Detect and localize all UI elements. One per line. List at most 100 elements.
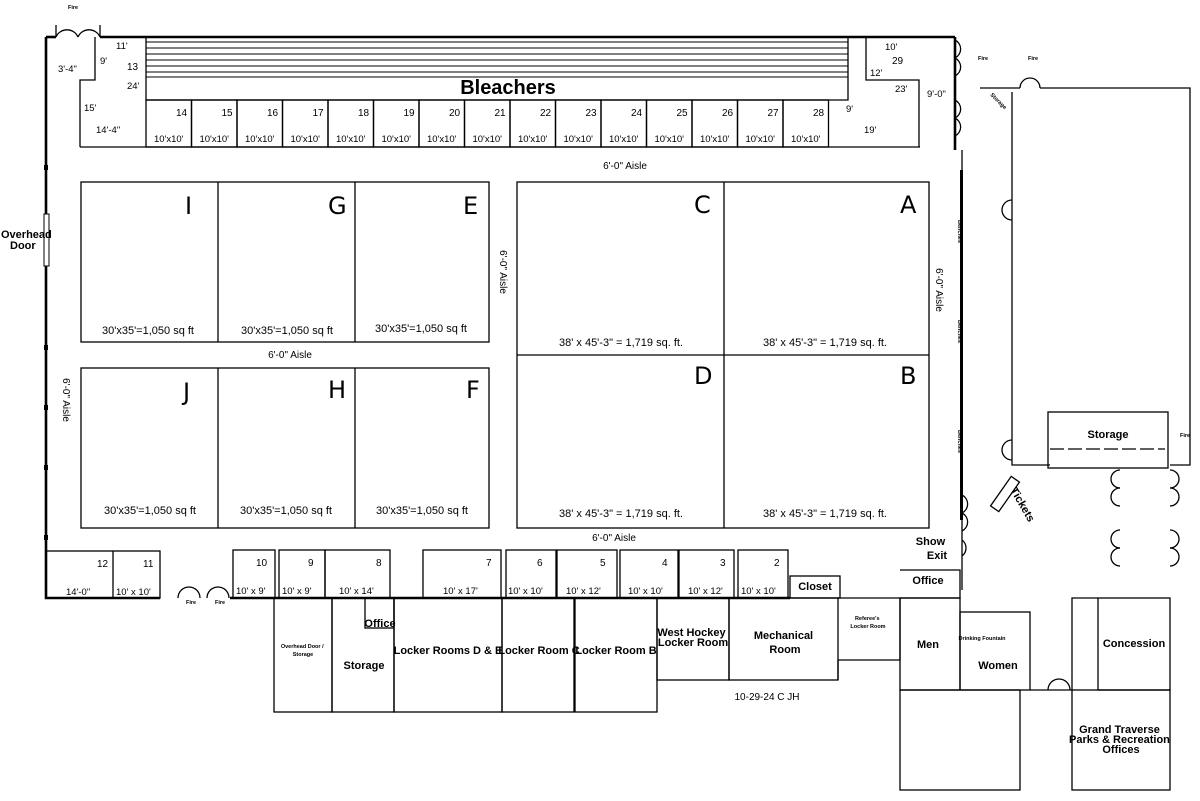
space-I-area: 30'x35'=1,050 sq ft [102,325,194,337]
fire-exit-label-bottom-2: Fire [215,600,225,606]
men-label: Men [917,639,939,651]
space-A-area: 38' x 45'-3" = 1,719 sq. ft. [763,337,887,349]
fire-exit-label-right-3: Fire [1180,433,1190,439]
overhead-door-label: Overhead Door [1,229,55,252]
aisle-vertical-center-label: 6'-0" Aisle [497,250,508,294]
top-booth-26-size: 10'x10' [700,134,730,145]
space-F-letter: F [466,376,480,404]
mechanical-label: Mechanical Room [754,630,816,656]
door-swing-13 [1110,547,1121,567]
aisle-bottom-label: 6'-0" Aisle [592,533,636,544]
tickets-label: Tickets [1007,486,1036,525]
door-swing-2 [954,99,962,119]
office-small-label: Office [364,618,395,630]
space-A-letter: A [900,191,917,219]
dim-15: 15' [84,103,97,114]
show-exit-label: Show Exit [916,536,948,562]
space-H-area: 30'x35'=1,050 sq ft [240,505,332,517]
overhead-door-line-1: Overhead [1,229,52,241]
door-swing-5 [961,512,969,532]
west-hockey-line-1: West Hockey [657,627,726,639]
space-F-area: 30'x35'=1,050 sq ft [376,505,468,517]
dim-23: 23' [895,84,908,95]
space-D-letter: D [694,362,712,390]
top-booth-18-size: 10'x10' [336,134,366,145]
top-booth-21-size: 10'x10' [472,134,502,145]
top-booth-20-size: 10'x10' [427,134,457,145]
booth-12-size: 14'-0" [66,587,90,598]
mechanical-line-1: Mechanical [754,630,813,642]
dim-9-0: 9'-0" [927,89,946,100]
booth-9-size: 10' x 9' [282,586,312,597]
door-swing-0 [954,39,962,59]
top-booth-15-size: 10'x10' [199,134,229,145]
door-swing-12 [1110,529,1121,549]
space-H-letter: H [328,376,346,404]
top-booth-19-num: 19 [403,108,415,119]
dim-13: 13 [127,62,139,73]
space-E-letter: E [463,192,478,220]
booth-8-num: 8 [376,558,382,569]
door-swing-17 [1169,547,1180,567]
storage-low-label: Storage [344,660,385,672]
top-booth-18-num: 18 [358,108,370,119]
top-booth-24-size: 10'x10' [609,134,639,145]
space-B-area: 38' x 45'-3" = 1,719 sq. ft. [763,508,887,520]
aisle-vertical-right-label: 6'-0" Aisle [933,268,944,312]
top-booth-15-num: 15 [221,108,233,119]
top-booth-23-num: 23 [585,108,597,119]
booth-4-size: 10' x 10' [628,586,663,597]
door-swing-11 [1110,487,1121,507]
top-booth-28 [782,99,830,148]
booth-7-size: 10' x 17' [443,586,478,597]
door-swing-15 [1169,487,1180,507]
booth-4-num: 4 [662,558,668,569]
booth-3-num: 3 [720,558,726,569]
booth-12-num: 12 [97,559,109,570]
fire-exit-door-bottom [177,586,230,599]
show-exit-line-1: Show [916,536,946,548]
dim-3-4: 3'-4" [58,64,77,75]
door-swing-4 [961,494,969,514]
top-booth-22-size: 10'x10' [518,134,548,145]
fire-exit-label-top-left: Fire [68,5,78,11]
fire-exit-label-bottom-1: Fire [186,600,196,606]
overhead-storage-line-2: Storage [293,652,313,658]
door-swing-14 [1169,469,1180,489]
booth-6-num: 6 [537,558,543,569]
booth-6-size: 10' x 10' [508,586,543,597]
bleachers-title: Bleachers [460,77,556,99]
mechanical-line-2: Room [769,644,800,656]
space-C-letter: C [694,191,711,219]
west-hockey-line-2: Locker Room [658,637,729,649]
benches-label-1: Benches [956,220,962,243]
concession-label: Concession [1103,638,1166,650]
top-booth-19-size: 10'x10' [381,134,411,145]
top-booth-16-size: 10'x10' [245,134,275,145]
space-D-area: 38' x 45'-3" = 1,719 sq. ft. [559,508,683,520]
exhibit-spaces-right [516,181,930,529]
booth-11-num: 11 [143,559,154,570]
space-J-letter: J [181,378,190,406]
top-booth-14-size: 10'x10' [154,134,184,145]
space-G-letter: G [328,192,347,220]
booth-11-size: 10' x 10' [116,587,151,598]
door-swing-10 [1110,469,1121,489]
booth-2-num: 2 [774,558,780,569]
top-booth-28-num: 28 [813,108,825,119]
exhibit-spaces-left [80,181,490,529]
top-booth-row: 1410'x10'1510'x10'1610'x10'1710'x10'1810… [145,99,830,148]
overhead-storage-line-1: Overhead Door / [281,644,324,650]
dim-11: 11' [116,41,128,52]
referee-line-1: Referee's [855,616,880,622]
drinking-fountain-label: Drinking Fountain [958,636,1006,642]
women-label: Women [978,660,1018,672]
top-booth-22-num: 22 [540,108,552,119]
locker-de-label: Locker Rooms D & E [394,645,503,657]
grand-traverse-line-3: Offices [1102,744,1139,756]
locker-b-label: Locker Room B [575,645,656,657]
booth-5-size: 10' x 12' [566,586,601,597]
door-swing-18 [1047,678,1071,691]
dim-19: 19' [864,125,877,136]
show-exit-line-2: Exit [927,550,948,562]
